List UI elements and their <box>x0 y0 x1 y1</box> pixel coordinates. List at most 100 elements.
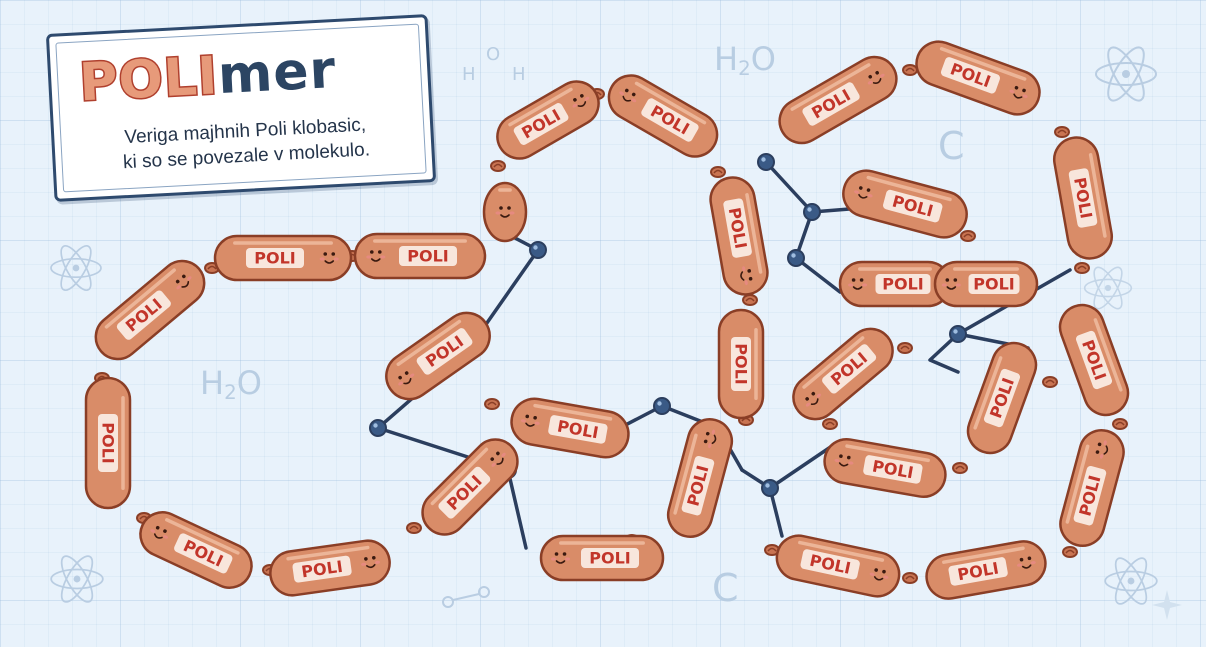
smiley-face <box>869 568 889 581</box>
bg-formula-carbon: C <box>938 124 965 168</box>
sausage <box>482 181 528 243</box>
sausage-link <box>822 418 838 430</box>
label-box <box>948 557 1008 586</box>
title-highlight: POLI <box>76 45 221 115</box>
sausage-label: POLI <box>973 275 1014 294</box>
sausage: POLI <box>775 534 901 598</box>
label-box <box>983 368 1021 428</box>
label-box <box>246 248 304 268</box>
atom-icon <box>1104 557 1158 605</box>
sausage-link <box>710 166 726 178</box>
atom-highlight <box>765 483 770 488</box>
sausage: POLI <box>94 259 206 361</box>
atom-icon <box>50 555 104 603</box>
sausage: POLI <box>915 40 1041 116</box>
page-title: POLImer <box>76 40 337 115</box>
smiley-face <box>805 391 822 407</box>
sausage-shine <box>942 546 1025 564</box>
smiley-face <box>1016 556 1036 569</box>
sausage-shine <box>1065 444 1090 524</box>
label-box <box>800 549 860 580</box>
smiley-face <box>490 451 506 467</box>
sausage-label: POLI <box>254 249 295 268</box>
label-box <box>98 414 118 472</box>
sausage: POLI <box>966 341 1038 455</box>
bond-line <box>740 444 834 490</box>
sausage: POLI <box>838 260 952 308</box>
sausage-shine <box>286 545 370 561</box>
bg-formula-water-structure: H O H <box>462 44 526 85</box>
sausage: POLI <box>709 176 769 296</box>
label-box <box>1073 466 1107 526</box>
sausage-link <box>1074 262 1090 274</box>
label-box <box>681 456 715 516</box>
sausage-label: POLI <box>589 549 630 568</box>
sausage-link <box>1112 418 1128 430</box>
bg-formula-carbon: C <box>712 566 739 610</box>
sausage-shine <box>802 336 865 389</box>
sausage-link <box>902 64 918 76</box>
sausage-shine <box>396 319 462 367</box>
sausage-link <box>484 398 500 410</box>
sausage-label: POLI <box>99 422 118 463</box>
atom-node <box>757 153 775 171</box>
smiley-face <box>366 250 386 262</box>
sausage: POLI <box>666 418 734 538</box>
sausage-shine <box>798 540 885 562</box>
atom-node <box>529 241 547 259</box>
smiley-face <box>1095 440 1109 459</box>
sausage: POLI <box>1059 429 1125 547</box>
atom-highlight <box>791 253 796 258</box>
atom-highlight <box>953 329 958 334</box>
smiley-face <box>175 274 192 290</box>
title-card: POLImer Veriga majhnih Poli klobasic, ki… <box>45 14 437 202</box>
sausage-shine <box>845 444 930 463</box>
sausage-shine <box>745 193 763 274</box>
sausage-label: POLI <box>407 247 448 266</box>
label-box <box>883 189 943 223</box>
title-suffix: mer <box>216 40 338 107</box>
sausage: POLI <box>842 169 968 239</box>
atom-icon <box>50 245 102 291</box>
smiley-face <box>834 454 854 467</box>
sausage-shine <box>508 87 573 127</box>
label-box <box>863 455 923 484</box>
sausage-shine <box>104 268 176 329</box>
atom-node <box>369 419 387 437</box>
sausage: POLI <box>823 437 947 499</box>
label-box <box>292 555 352 583</box>
sausage: POLI <box>496 80 600 160</box>
sausage: POLI <box>1052 136 1114 260</box>
sausage-shine <box>1088 153 1107 238</box>
atom-node <box>787 249 805 267</box>
sausage: POLI <box>539 534 665 582</box>
sausage-shine <box>1093 318 1123 392</box>
sausage-shine <box>790 63 871 111</box>
sausage-body <box>482 181 528 243</box>
label-box <box>723 198 752 258</box>
smiley-face <box>572 94 590 108</box>
sausage: POLI <box>213 234 353 282</box>
sausage-link <box>406 522 422 534</box>
smiley-face <box>740 266 753 286</box>
sausage: POLI <box>385 311 491 401</box>
sausage-shine <box>673 433 698 515</box>
sausage-link <box>960 230 976 242</box>
sausage-shine <box>866 175 952 202</box>
label-box <box>1075 330 1113 390</box>
sausage-link <box>952 462 968 474</box>
label-box <box>968 274 1020 294</box>
smiley-face <box>703 429 717 449</box>
label-box <box>438 466 491 519</box>
sausage: POLI <box>778 55 898 145</box>
atom-highlight <box>533 245 538 250</box>
sausage-link <box>490 160 506 172</box>
atom-node <box>803 203 821 221</box>
sausage: POLI <box>717 308 765 420</box>
atom-icon <box>1083 266 1133 310</box>
sausage: POLI <box>607 74 719 158</box>
atom-node <box>949 325 967 343</box>
sausage-shine <box>430 447 489 506</box>
smiley-face <box>619 88 637 103</box>
smiley-face <box>1009 85 1028 99</box>
